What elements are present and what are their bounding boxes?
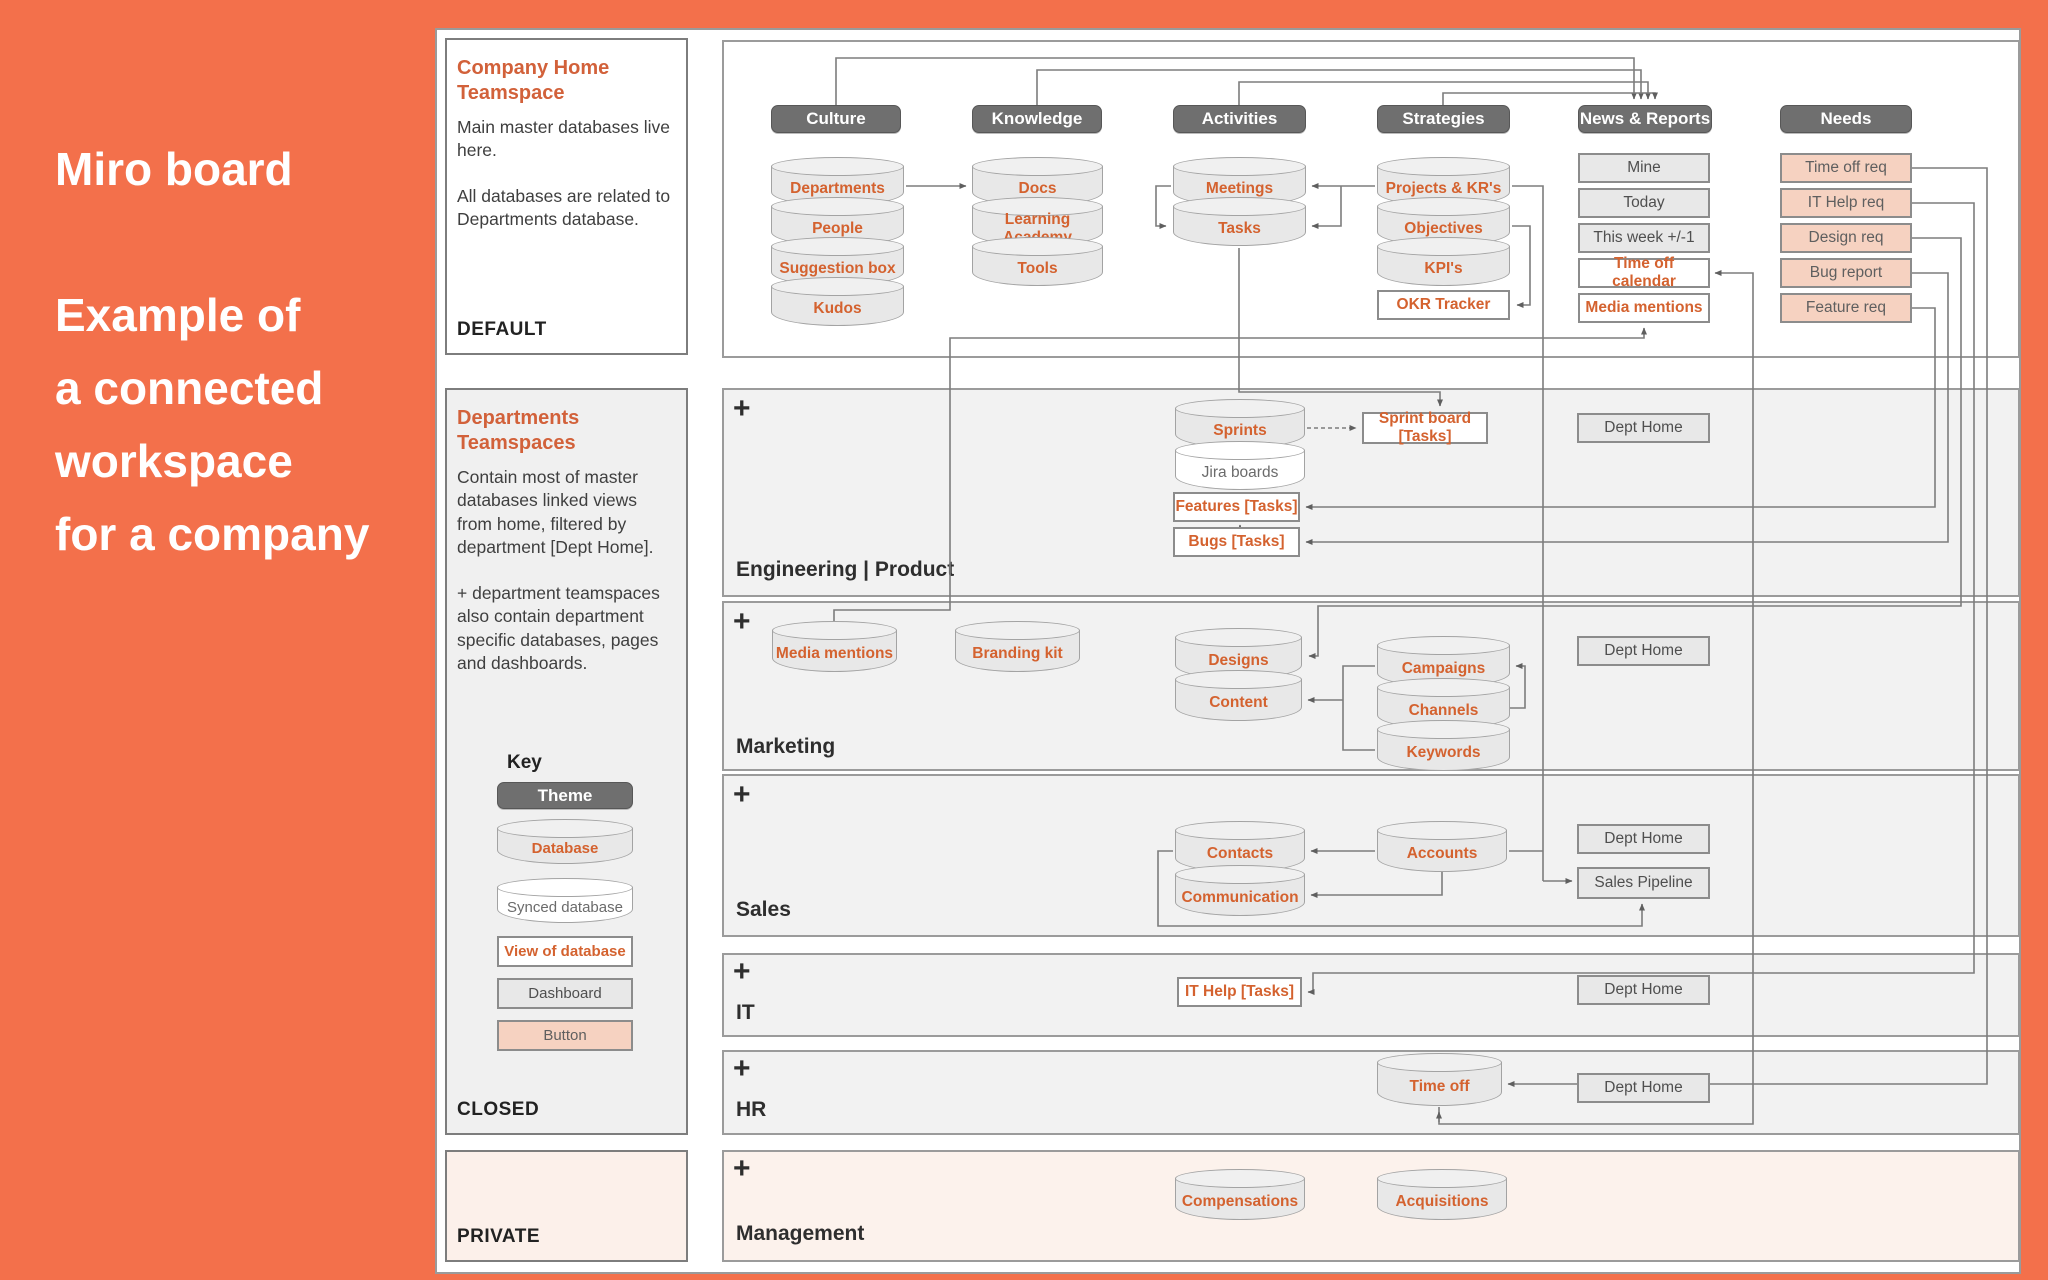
section-hr: [722, 1050, 2020, 1135]
panel-text: Main master databases live here.: [457, 117, 671, 161]
plus-icon[interactable]: +: [733, 1052, 751, 1085]
plus-icon[interactable]: +: [733, 955, 751, 988]
panel-text: Contain most of master databases linked …: [457, 467, 654, 558]
panel-title: Company Home Teamspace: [457, 57, 610, 104]
node-communication-database[interactable]: Communication: [1175, 865, 1305, 916]
theme-pill-needs[interactable]: Needs: [1780, 105, 1912, 133]
node-sprintboard-view[interactable]: Sprint board [Tasks]: [1362, 410, 1488, 445]
key-sample-button: Button: [497, 1020, 633, 1051]
node-docs-database[interactable]: Docs: [972, 157, 1103, 206]
section-label-it: IT: [736, 1001, 755, 1024]
node-enghome[interactable]: Dept Home: [1577, 413, 1710, 443]
node-compensations-database[interactable]: Compensations: [1175, 1169, 1305, 1220]
subtitle-line: workspace: [55, 435, 293, 487]
node-bugreport-button[interactable]: Bug report: [1780, 258, 1912, 288]
theme-pill-knowledge[interactable]: Knowledge: [972, 105, 1102, 133]
key-title: Key: [507, 752, 542, 773]
private-label: PRIVATE: [457, 1226, 541, 1247]
theme-pill-culture[interactable]: Culture: [771, 105, 901, 133]
node-accounts-database[interactable]: Accounts: [1377, 821, 1507, 872]
plus-icon[interactable]: +: [733, 605, 751, 638]
section-label-marketing: Marketing: [736, 735, 836, 758]
node-tasks-database[interactable]: Tasks: [1173, 197, 1306, 246]
subtitle-line: for a company: [55, 508, 370, 560]
default-label: DEFAULT: [457, 319, 547, 340]
section-management: [722, 1150, 2020, 1262]
node-jira-database[interactable]: Jira boards: [1175, 441, 1305, 490]
theme-pill-activities[interactable]: Activities: [1173, 105, 1306, 133]
theme-pill-strategies[interactable]: Strategies: [1377, 105, 1510, 133]
node-timeoffcal-view[interactable]: Time off calendar: [1578, 255, 1710, 290]
section-label-management: Management: [736, 1222, 865, 1245]
section-marketing: [722, 601, 2020, 771]
theme-pill-news-reports[interactable]: News & Reports: [1578, 105, 1712, 133]
node-keywords-database[interactable]: Keywords: [1377, 720, 1510, 771]
panel-title: Departments Teamspaces: [457, 407, 580, 454]
node-timeoff-database[interactable]: Time off: [1377, 1053, 1502, 1106]
node-bugs-view[interactable]: Bugs [Tasks]: [1173, 527, 1300, 557]
node-saleshome[interactable]: Dept Home: [1577, 824, 1710, 854]
node-tools-database[interactable]: Tools: [972, 237, 1103, 286]
node-kpis-database[interactable]: KPI's: [1377, 237, 1510, 286]
private-panel: PRIVATE: [445, 1150, 688, 1262]
node-ithelpreq-button[interactable]: IT Help req: [1780, 188, 1912, 218]
node-ithome[interactable]: Dept Home: [1577, 975, 1710, 1005]
node-content-database[interactable]: Content: [1175, 670, 1302, 721]
subtitle-line: Example of: [55, 289, 301, 341]
node-timeoffreq-button[interactable]: Time off req: [1780, 153, 1912, 183]
node-ithelp-view[interactable]: IT Help [Tasks]: [1177, 977, 1302, 1007]
node-hrhome[interactable]: Dept Home: [1577, 1073, 1710, 1103]
section-label-hr: HR: [736, 1098, 767, 1121]
panel-text: + department teamspaces also contain dep…: [457, 582, 660, 674]
plus-icon[interactable]: +: [733, 392, 751, 425]
page-title: Miro board: [55, 143, 293, 195]
node-week[interactable]: This week +/-1: [1578, 223, 1710, 253]
node-okr-view[interactable]: OKR Tracker: [1377, 290, 1510, 320]
section-label-engineering: Engineering | Product: [736, 558, 955, 581]
key-sample-synced-database: Synced database: [497, 878, 633, 923]
node-today[interactable]: Today: [1578, 188, 1710, 218]
node-mkthome[interactable]: Dept Home: [1577, 636, 1710, 666]
departments-teamspaces-panel: Departments Teamspaces Contain most of m…: [445, 388, 688, 1135]
section-it: [722, 953, 2020, 1037]
node-kudos-database[interactable]: Kudos: [771, 277, 904, 326]
subtitle-line: a connected: [55, 362, 324, 414]
closed-label: CLOSED: [457, 1099, 540, 1120]
node-mediadb-database[interactable]: Media mentions: [772, 621, 897, 672]
node-pipeline[interactable]: Sales Pipeline: [1577, 867, 1710, 899]
plus-icon[interactable]: +: [733, 778, 751, 811]
key-sample-theme: Theme: [497, 782, 633, 809]
plus-icon[interactable]: +: [733, 1152, 751, 1185]
section-sales: [722, 774, 2020, 937]
node-designreq-button[interactable]: Design req: [1780, 223, 1912, 253]
key-sample-dashboard: Dashboard: [497, 978, 633, 1009]
node-mediaview-view[interactable]: Media mentions: [1578, 293, 1710, 323]
key-sample-view-of-database: View of database: [497, 936, 633, 967]
node-acquisitions-database[interactable]: Acquisitions: [1377, 1169, 1507, 1220]
node-features-view[interactable]: Features [Tasks]: [1173, 492, 1300, 522]
node-branding-database[interactable]: Branding kit: [955, 621, 1080, 672]
section-label-sales: Sales: [736, 898, 791, 921]
node-mine[interactable]: Mine: [1578, 153, 1710, 183]
company-home-teamspace-panel: Company Home Teamspace Main master datab…: [445, 38, 688, 355]
key-sample-database: Database: [497, 819, 633, 864]
node-featurereq-button[interactable]: Feature req: [1780, 293, 1912, 323]
panel-text: All databases are related to Departments…: [457, 185, 671, 230]
